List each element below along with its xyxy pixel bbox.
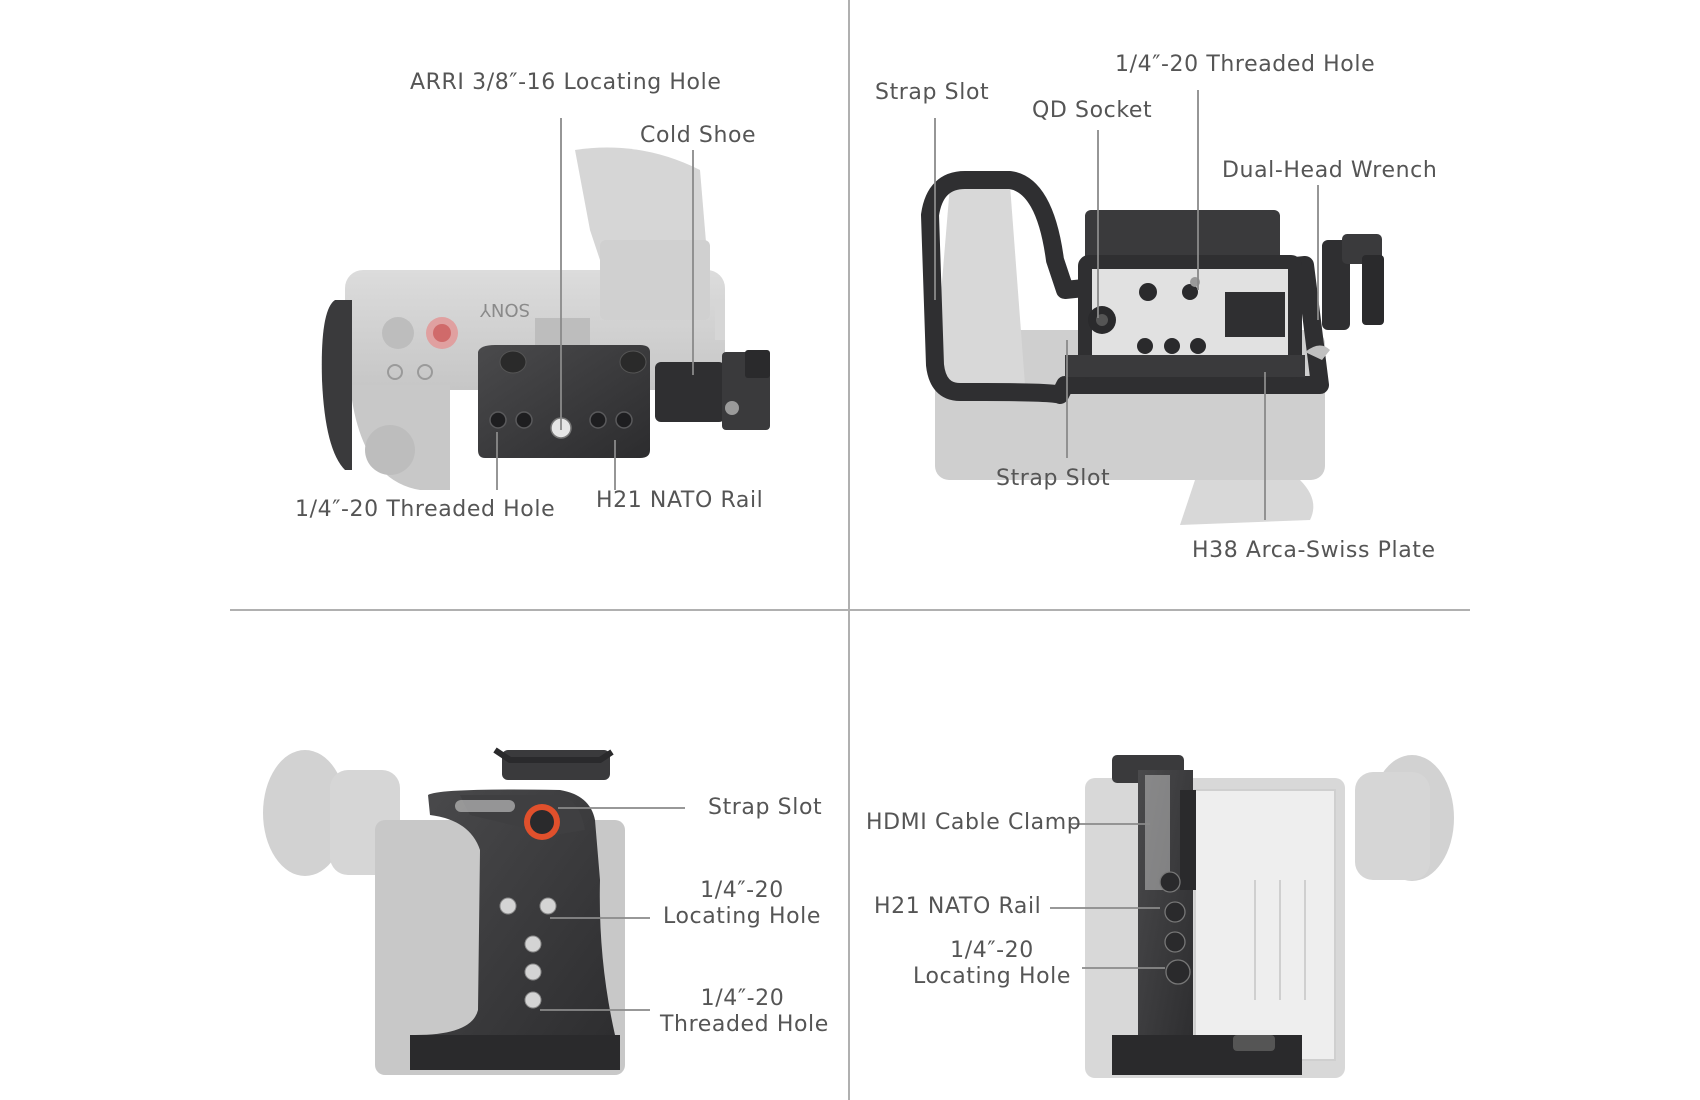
label-strap-slot-top: Strap Slot bbox=[875, 80, 990, 105]
top-right-leader-lines bbox=[934, 90, 1319, 520]
label-cold-shoe: Cold Shoe bbox=[640, 123, 757, 148]
label-locating-hole-bottom-right: 1/4″-20 Locating Hole bbox=[908, 938, 1076, 991]
label-threaded-hole-top-left: 1/4″-20 Threaded Hole bbox=[295, 497, 556, 522]
top-right-camera-illustration bbox=[921, 171, 1384, 525]
top-left-leader-lines bbox=[496, 118, 694, 490]
label-hdmi-cable-clamp: HDMI Cable Clamp bbox=[866, 810, 1082, 835]
panel-dividers bbox=[230, 0, 1470, 1100]
label-nato-rail-top-left: H21 NATO Rail bbox=[596, 488, 764, 513]
bottom-left-camera-illustration bbox=[263, 747, 625, 1075]
label-threaded-hole-bottom-left-line1: 1/4″-20 bbox=[700, 986, 785, 1011]
bottom-right-leader-lines bbox=[1050, 823, 1165, 969]
label-locating-hole-bottom-left: 1/4″-20 Locating Hole bbox=[662, 878, 822, 931]
bottom-right-camera-illustration bbox=[1085, 755, 1454, 1078]
label-locating-hole-bottom-left-line1: 1/4″-20 bbox=[700, 878, 784, 903]
label-qd-socket: QD Socket bbox=[1032, 98, 1153, 123]
label-arca-swiss-plate: H38 Arca-Swiss Plate bbox=[1192, 538, 1436, 563]
label-threaded-hole-top-right: 1/4″-20 Threaded Hole bbox=[1115, 52, 1376, 77]
label-strap-slot-bottom: Strap Slot bbox=[996, 466, 1111, 491]
label-arri-locating-hole: ARRI 3/8″-16 Locating Hole bbox=[410, 70, 722, 95]
top-left-camera-illustration: SONY bbox=[321, 147, 770, 490]
label-nato-rail-bottom-right: H21 NATO Rail bbox=[874, 894, 1042, 919]
bottom-left-leader-lines bbox=[540, 807, 685, 1011]
label-locating-hole-bottom-right-line2: Locating Hole bbox=[913, 964, 1071, 990]
label-locating-hole-bottom-left-line2: Locating Hole bbox=[663, 904, 821, 930]
label-strap-slot-bottom-left: Strap Slot bbox=[708, 795, 823, 820]
camera-logo: SONY bbox=[479, 299, 530, 320]
label-threaded-hole-bottom-left-line2: Threaded Hole bbox=[660, 1012, 829, 1038]
label-dual-head-wrench: Dual-Head Wrench bbox=[1222, 158, 1438, 183]
label-threaded-hole-bottom-left: 1/4″-20 Threaded Hole bbox=[660, 986, 829, 1039]
label-locating-hole-bottom-right-line1: 1/4″-20 bbox=[950, 938, 1034, 963]
